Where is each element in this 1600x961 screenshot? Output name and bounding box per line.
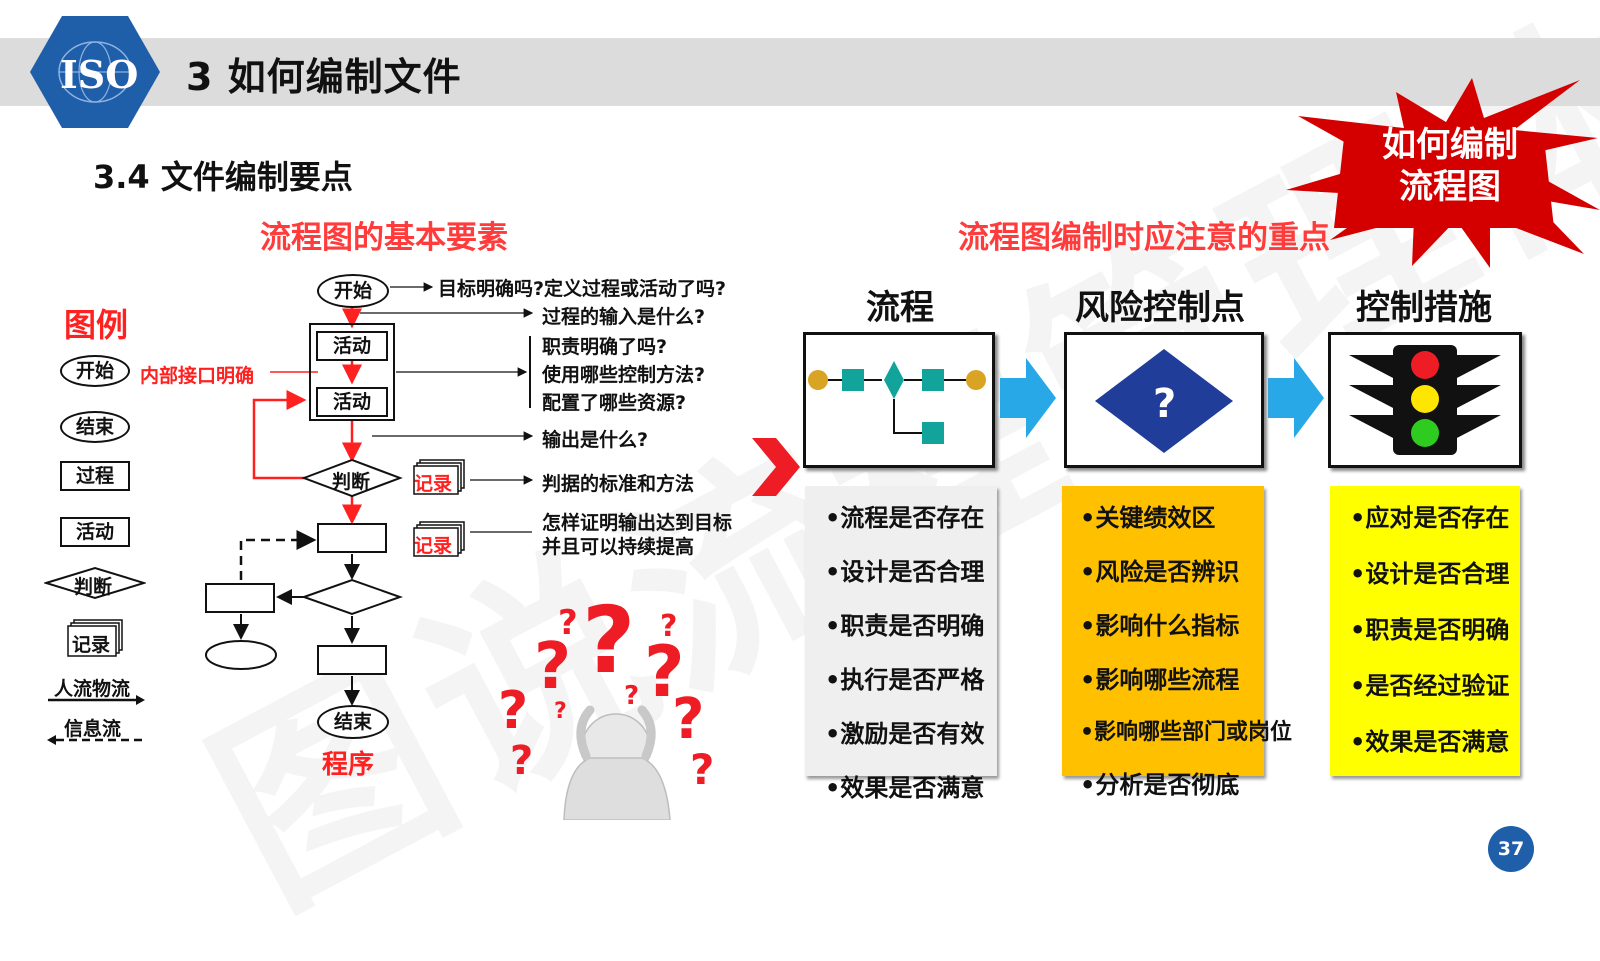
traffic-light-icon — [1349, 345, 1501, 455]
list-item: •设计是否合理 — [1350, 560, 1510, 588]
svg-text:?: ? — [554, 699, 567, 724]
list-item: •影响哪些流程 — [1080, 666, 1240, 694]
flowchart-record-1: 记录 — [414, 473, 453, 495]
svg-text:?: ? — [660, 609, 677, 644]
starburst-label: 如何编制 流程图 — [1370, 124, 1530, 208]
list-item: •影响什么指标 — [1080, 612, 1240, 640]
flowchart-activity-2: 活动 — [316, 387, 388, 417]
legend-title: 图例 — [64, 306, 129, 344]
starburst-line1: 如何编制 — [1382, 125, 1518, 165]
process-flow-icon — [808, 361, 986, 444]
svg-text:?: ? — [534, 630, 571, 704]
list-item: •设计是否合理 — [825, 558, 985, 586]
legend-record-shape — [67, 619, 123, 657]
legend-interface-note: 内部接口明确 — [140, 365, 255, 387]
flowchart-caption: 程序 — [322, 750, 375, 780]
list-item: •效果是否满意 — [1350, 728, 1510, 756]
legend-people-flow-arrow — [48, 695, 145, 705]
section-subtitle: 3.4 文件编制要点 — [93, 158, 353, 196]
list-item: •执行是否严格 — [825, 666, 985, 694]
svg-text:?: ? — [510, 738, 533, 784]
svg-text:?: ? — [558, 603, 578, 643]
column-title-risk: 风险控制点 — [1075, 288, 1245, 328]
legend-process: 过程 — [60, 461, 130, 491]
legend-end: 结束 — [60, 411, 130, 443]
list-item: •职责是否明确 — [825, 612, 985, 640]
flowchart-start: 开始 — [317, 274, 389, 308]
page-title: 3 如何编制文件 — [186, 55, 462, 99]
starburst-line2: 流程图 — [1399, 167, 1501, 207]
svg-text:?: ? — [498, 681, 528, 741]
svg-text:?: ? — [582, 588, 635, 694]
column-title-process: 流程 — [866, 288, 934, 328]
iso-logo — [30, 16, 160, 128]
question-diamond-icon: ? — [1095, 349, 1233, 453]
question-goal: 目标明确吗?定义过程或活动了吗? — [438, 278, 727, 300]
blue-arrow-icon — [1000, 358, 1056, 438]
page-number: 37 — [1488, 826, 1534, 872]
question-criteria: 判据的标准和方法 — [542, 473, 695, 495]
flowchart-connectors — [205, 282, 534, 706]
question-input: 过程的输入是什么? — [542, 306, 706, 328]
list-item: •是否经过验证 — [1350, 672, 1510, 700]
control-checklist: •应对是否存在 •设计是否合理 •职责是否明确 •是否经过验证 •效果是否满意 — [1330, 486, 1520, 776]
legend-people-flow: 人流物流 — [54, 678, 131, 700]
control-panel — [1328, 332, 1522, 468]
legend-info-flow-arrow — [47, 735, 144, 745]
question-output: 输出是什么? — [542, 429, 649, 451]
question-control-methods: 使用哪些控制方法? — [542, 364, 706, 386]
left-heading: 流程图的基本要素 — [260, 220, 508, 256]
iso-logo-text: ISO — [60, 52, 139, 97]
list-item: •职责是否明确 — [1350, 616, 1510, 644]
svg-text:?: ? — [690, 745, 714, 794]
legend-activity: 活动 — [60, 517, 130, 547]
process-checklist: •流程是否存在 •设计是否合理 •职责是否明确 •执行是否严格 •激励是否有效 … — [805, 486, 997, 802]
legend-start: 开始 — [60, 355, 130, 387]
flowchart-activity-1: 活动 — [316, 331, 388, 361]
blue-arrow-icon — [1268, 358, 1324, 438]
question-resources: 配置了哪些资源? — [542, 392, 687, 414]
process-panel — [803, 332, 995, 468]
legend-decision: 判断 — [74, 576, 113, 598]
flowchart-end: 结束 — [317, 705, 389, 739]
question-proof-1: 怎样证明输出达到目标 — [542, 512, 733, 534]
list-item: •应对是否存在 — [1350, 504, 1510, 532]
legend-decision-shape — [44, 566, 146, 600]
svg-text:?: ? — [644, 631, 685, 713]
risk-checklist: •关键绩效区 •风险是否辨识 •影响什么指标 •影响哪些流程 •影响哪些部门或岗… — [1062, 486, 1293, 799]
list-item: •风险是否辨识 — [1080, 558, 1240, 586]
question-proof-2: 并且可以持续提高 — [542, 536, 695, 558]
right-heading: 流程图编制时应注意的重点 — [958, 220, 1330, 256]
list-item: •影响哪些部门或岗位 — [1080, 720, 1293, 745]
svg-text:?: ? — [672, 687, 704, 752]
list-item: •分析是否彻底 — [1080, 771, 1240, 799]
column-title-control: 控制措施 — [1356, 288, 1492, 328]
question-responsibility: 职责明确了吗? — [542, 336, 668, 358]
list-item: •关键绩效区 — [1080, 504, 1216, 532]
flowchart-decision: 判断 — [332, 471, 371, 493]
list-item: •流程是否存在 — [825, 504, 985, 532]
confused-person-illustration: ? ? ? ? ? ? ? ? ? ? ? — [498, 588, 714, 820]
header-band — [0, 38, 1600, 106]
legend-record: 记录 — [72, 634, 111, 656]
risk-panel: ? — [1064, 332, 1264, 468]
svg-text:?: ? — [1153, 381, 1176, 427]
legend-info-flow: 信息流 — [64, 718, 122, 740]
starburst-icon — [1286, 78, 1600, 268]
list-item: •效果是否满意 — [825, 774, 985, 802]
flowchart-record-2: 记录 — [414, 535, 453, 557]
list-item: •激励是否有效 — [825, 720, 985, 748]
svg-text:?: ? — [624, 681, 639, 711]
red-chevron-icon — [752, 438, 800, 496]
